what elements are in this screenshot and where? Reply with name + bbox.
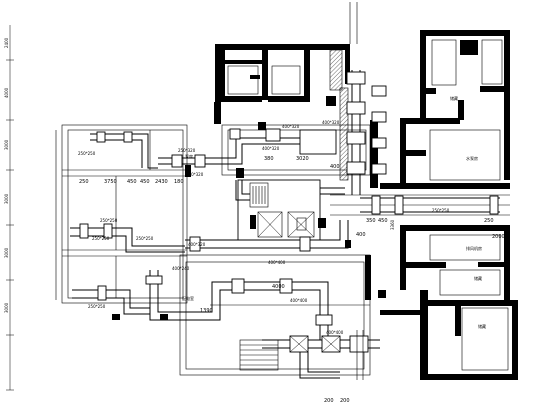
- dim-left-1: 2400: [4, 37, 9, 48]
- duct-size-label: 250*250: [88, 304, 106, 309]
- room-label: 储藏: [478, 323, 486, 329]
- dim-bottom-1: 200: [324, 398, 334, 404]
- dim-lower-mid: 4000: [272, 284, 285, 290]
- dim-bottom-2: 200: [340, 398, 350, 404]
- dimension-labels: 250 3750 450 450 2430 180 380 3020 400 3…: [79, 156, 505, 404]
- dim-upper-mid-3: 400: [330, 164, 340, 170]
- section-markers: [349, 2, 364, 380]
- room-label: 水泵房: [466, 155, 478, 161]
- room-label: 排风机房: [466, 245, 482, 251]
- duct-size-label: 400*400: [268, 260, 286, 265]
- duct-size-label: 400*320: [262, 146, 280, 151]
- duct-size-label: 250*320: [178, 148, 196, 153]
- duct-size-label: 250*250: [92, 236, 110, 241]
- dim-right-mid-3: 400: [356, 232, 366, 238]
- dim-left-6: 3000: [4, 302, 9, 313]
- duct-size-label: 400*240: [172, 266, 190, 271]
- dim-left-2: 4000: [4, 87, 9, 98]
- duct-size-label: 400*320: [322, 120, 340, 125]
- dim-left-5: 3000: [4, 247, 9, 258]
- dim-left-3: 3000: [4, 139, 9, 150]
- duct-size-label: 250*250: [136, 236, 154, 241]
- structural-walls: [112, 30, 518, 380]
- duct-size-label: 400*320: [282, 124, 300, 129]
- duct-size-label: 400*320: [186, 172, 204, 177]
- dim-right-far-2: 2000: [492, 234, 505, 240]
- dim-top-2: 3750: [104, 179, 117, 185]
- dim-top-6: 180: [174, 179, 184, 185]
- duct-size-label: 400*320: [188, 242, 206, 247]
- duct-size-label: 400*400: [290, 298, 308, 303]
- duct-runs: [70, 70, 500, 379]
- room-label: 储藏: [474, 275, 482, 281]
- duct-size-label: 250*250: [432, 208, 450, 213]
- dim-upper-mid-1: 380: [264, 156, 274, 162]
- room-label: 储藏: [450, 95, 458, 101]
- dim-top-3: 450: [127, 179, 137, 185]
- left-dimension-axis: 2400 4000 3000 3000 3000 3000: [4, 25, 14, 391]
- room-labels: 泵房 配电室 水泵房 排风机房 储藏 储藏 储藏: [182, 95, 486, 329]
- duct-size-labels: 250*250 250*320 400*320 400*320 250*250 …: [78, 120, 450, 335]
- dim-top-5: 2430: [155, 179, 168, 185]
- dim-right-mid-2: 450: [378, 218, 388, 224]
- dim-upper-mid-2: 3020: [296, 156, 309, 162]
- room-label: 泵房: [185, 153, 193, 159]
- duct-size-label: 250*250: [100, 218, 118, 223]
- dim-right-mid-4: 3360: [390, 219, 395, 230]
- room-label: 配电室: [182, 295, 194, 301]
- dim-top-1: 250: [79, 179, 89, 185]
- dim-left-4: 3000: [4, 193, 9, 204]
- dim-top-4: 450: [140, 179, 150, 185]
- dim-right-mid-1: 350: [366, 218, 376, 224]
- duct-size-label: 250*250: [78, 151, 96, 156]
- duct-size-label: 400*400: [326, 330, 344, 335]
- dim-lower-left: 1390: [200, 308, 213, 314]
- dim-right-far-1: 250: [484, 218, 494, 224]
